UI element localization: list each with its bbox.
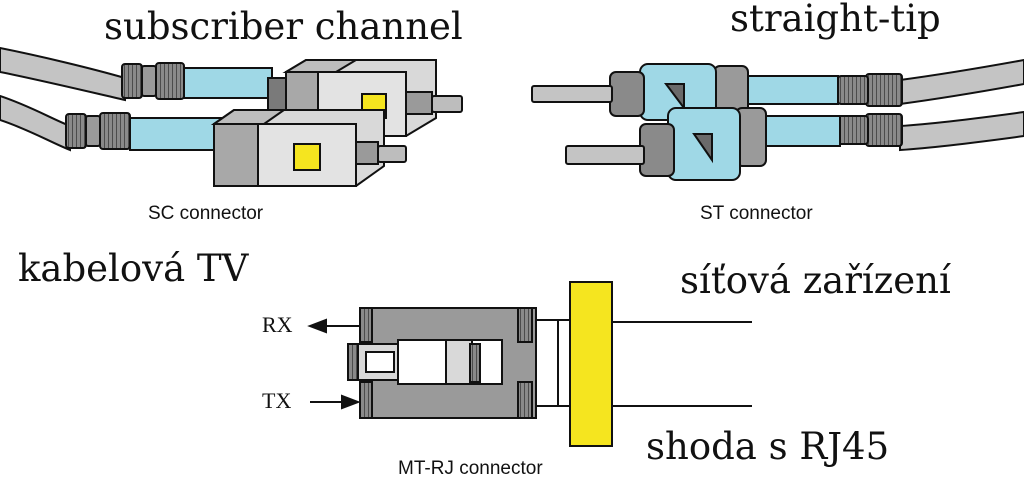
st-caption: ST connector — [700, 203, 813, 224]
network-devices-label: síťová zařízení — [680, 259, 951, 302]
st-lower-plug — [565, 107, 1024, 181]
st-upper-plug — [531, 58, 1024, 121]
rj45-label: shoda s RJ45 — [646, 425, 890, 468]
tx-label: TX — [262, 388, 292, 413]
sc-title: subscriber channel — [104, 5, 463, 48]
st-connector-illustration — [531, 58, 1024, 181]
sc-caption: SC connector — [148, 203, 264, 224]
st-title: straight-tip — [730, 0, 941, 40]
catv-label: kabelová TV — [18, 247, 249, 290]
sc-lower-plug — [0, 94, 407, 187]
mtrj-connector-illustration — [307, 281, 752, 447]
mtrj-yellow-plate — [569, 281, 613, 447]
rx-label: RX — [262, 312, 293, 337]
mtrj-caption: MT-RJ connector — [398, 458, 543, 479]
sc-connector-illustration — [0, 46, 463, 187]
